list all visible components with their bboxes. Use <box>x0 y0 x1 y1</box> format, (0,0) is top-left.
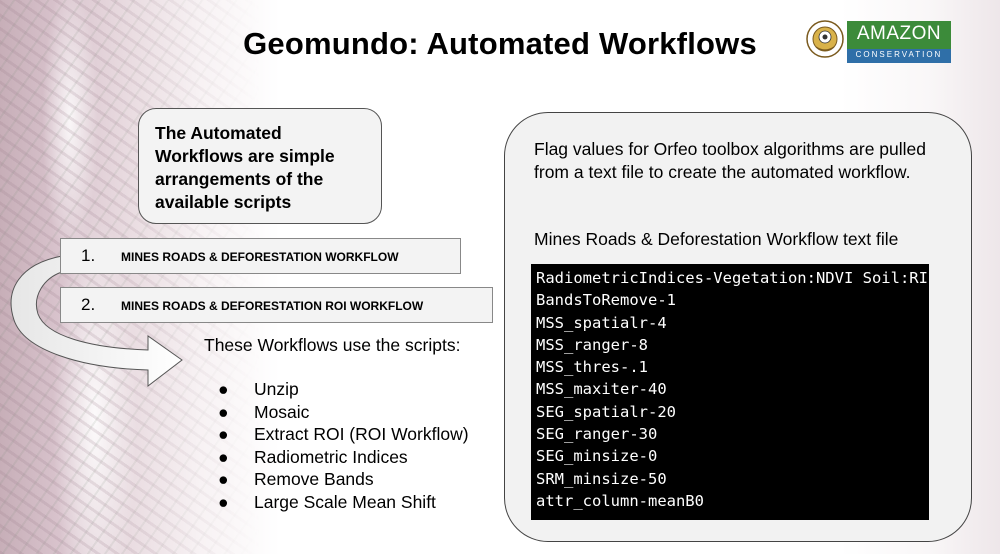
code-line: attr_column-meanB0 <box>536 491 704 510</box>
bullet-icon: ● <box>218 446 229 467</box>
code-line: SEG_ranger-30 <box>536 425 658 444</box>
scripts-heading: These Workflows use the scripts: <box>204 335 461 355</box>
amazon-logo-word: AMAZON <box>856 23 942 44</box>
bullet-icon: ● <box>218 424 229 445</box>
workflow-item-2: 2. MINES ROADS & DEFORESTATION ROI WORKF… <box>60 287 493 323</box>
script-name: Mosaic <box>254 401 310 422</box>
acca-seal-icon <box>806 20 844 58</box>
code-line: SEG_minsize-0 <box>536 447 658 466</box>
code-line: SRM_minsize-50 <box>536 469 667 488</box>
panel-description: Flag values for Orfeo toolbox algorithms… <box>534 139 927 182</box>
amazon-logo-band <box>847 49 951 63</box>
bullet-icon: ● <box>218 379 229 399</box>
workflow-number: 1. <box>81 246 96 265</box>
script-name: Radiometric Indices <box>254 446 408 467</box>
amazon-conservation-logo: AMAZON CONSERVATION <box>847 21 951 63</box>
script-name: Large Scale Mean Shift <box>254 491 436 512</box>
slide-title: Geomundo: Automated Workflows <box>243 26 757 61</box>
code-line: BandsToRemove-1 <box>536 291 676 310</box>
curved-arrow-icon <box>10 255 183 388</box>
bullet-icon: ● <box>218 491 229 512</box>
code-line: SEG_spatialr-20 <box>536 402 676 421</box>
script-name: Remove Bands <box>254 469 374 490</box>
code-block: RadiometricIndices-Vegetation:NDVI Soil:… <box>531 264 929 520</box>
workflow-label: MINES ROADS & DEFORESTATION ROI WORKFLOW <box>121 299 424 313</box>
callout-text: The Automated Workflows are simple arran… <box>155 123 335 212</box>
text-file-label: Mines Roads & Deforestation Workflow tex… <box>534 229 899 249</box>
code-line: MSS_spatialr-4 <box>536 313 667 332</box>
bullet-icon: ● <box>218 401 229 422</box>
code-line: MSS_maxiter-40 <box>536 380 667 399</box>
workflow-label: MINES ROADS & DEFORESTATION WORKFLOW <box>121 250 399 264</box>
amazon-logo-subword: CONSERVATION <box>855 50 943 59</box>
callout-box: The Automated Workflows are simple arran… <box>138 108 382 224</box>
code-line: MSS_thres-.1 <box>536 358 648 377</box>
script-name: Extract ROI (ROI Workflow) <box>254 424 469 445</box>
code-line: RadiometricIndices-Vegetation:NDVI Soil:… <box>536 269 928 287</box>
bullet-icon: ● <box>218 469 229 490</box>
code-line: MSS_ranger-8 <box>536 335 648 354</box>
workflow-number: 2. <box>81 295 96 314</box>
script-name: Unzip <box>254 379 299 399</box>
workflow-item-1: 1. MINES ROADS & DEFORESTATION WORKFLOW <box>60 238 461 274</box>
